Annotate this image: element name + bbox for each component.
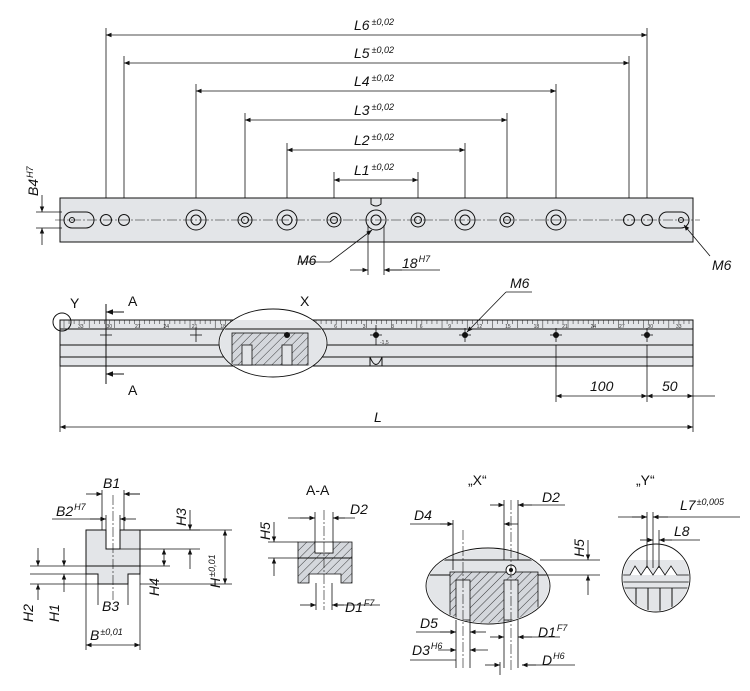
- dim-l: L: [374, 409, 382, 425]
- h2-label: H2: [20, 604, 36, 622]
- section-a-bottom: A: [128, 382, 138, 398]
- slot-left: [63, 211, 95, 229]
- dim-50: 50: [662, 378, 678, 394]
- scale-label: 30: [648, 324, 654, 330]
- scale-label: 6: [334, 324, 337, 330]
- section-a-top: A: [128, 293, 138, 309]
- h5-label-x: H5: [571, 539, 587, 557]
- detail-y-title: „Y“: [636, 472, 655, 488]
- section-aa-title: A-A: [306, 482, 330, 498]
- x-label: X: [300, 293, 310, 309]
- b4-label: B4H7: [25, 165, 41, 196]
- h3-label: H3: [173, 508, 189, 526]
- scale-label: 21: [192, 324, 198, 330]
- scale-label: 33: [676, 324, 682, 330]
- detail-y-circle: [52, 312, 72, 332]
- h4-label: H4: [146, 578, 162, 596]
- d1-label-aa: D1F7: [345, 598, 375, 615]
- l1-label: L1±0,02: [354, 162, 394, 178]
- d5-label: D5: [420, 615, 438, 631]
- detail-y-view: „Y“ L7±0,005 L8: [618, 472, 740, 613]
- scale-label: 3: [391, 324, 394, 330]
- scale-label: 12: [477, 324, 483, 330]
- scale-label: 27: [135, 324, 141, 330]
- section-aa-view: A-A D2 H5 D1F7: [257, 482, 380, 615]
- l7-label: L7±0,005: [680, 497, 725, 513]
- h-label: H±0,01: [207, 554, 223, 588]
- eighteen-h7-label: 18H7: [402, 254, 431, 271]
- l4-label: L4±0,02: [354, 73, 394, 89]
- scale-label: 27: [619, 324, 625, 330]
- minus-1-5-mark: -1,5: [380, 340, 389, 346]
- d-label: DH6: [542, 651, 565, 668]
- hole-pattern: [100, 209, 653, 231]
- scale-label: 33: [78, 324, 84, 330]
- detail-x-view: „X“ D2 D4: [410, 472, 600, 675]
- scale-label: 15: [505, 324, 511, 330]
- l2-label: L2±0,02: [354, 132, 394, 148]
- b1-label: B1: [103, 475, 120, 491]
- scale-label: 6: [420, 324, 423, 330]
- scale-label: 24: [163, 324, 169, 330]
- d4-label: D4: [414, 507, 432, 523]
- h5-label-aa: H5: [257, 522, 273, 540]
- m6-label-top-right: M6: [712, 257, 732, 273]
- scale-label: 18: [534, 324, 540, 330]
- m6-label-top-left: M6: [297, 252, 317, 268]
- scale-label: 9: [448, 324, 451, 330]
- d3-label: D3H6: [412, 641, 442, 658]
- slot-right: [658, 211, 690, 229]
- scale-label: 21: [562, 324, 568, 330]
- b-label: B±0,01: [90, 627, 123, 643]
- scale-label: 18: [220, 324, 226, 330]
- dim-100: 100: [590, 378, 614, 394]
- detail-x-title: „X“: [468, 472, 487, 488]
- l5-label: L5±0,02: [354, 45, 394, 61]
- h1-label: H1: [46, 604, 62, 622]
- scale-labels: 33302724211815129633691215182124273033: [78, 324, 682, 330]
- scale-label: 24: [591, 324, 597, 330]
- rail-plate-front: [59, 319, 694, 367]
- d2-label-x: D2: [542, 489, 560, 505]
- scale-label: 3: [363, 324, 366, 330]
- b2-label: B2H7: [56, 502, 87, 519]
- y-label: Y: [70, 295, 80, 311]
- top-view: L6±0,02 L5±0,02 L4±0,02 L3±0,02 L2±0,02 …: [25, 17, 732, 275]
- l3-label: L3±0,02: [354, 102, 394, 118]
- d1-label-x: D1F7: [538, 623, 568, 640]
- cross-section-view: B1 B2H7 H3 H±0,01 H4: [20, 475, 232, 650]
- scale-label: 30: [106, 324, 112, 330]
- front-view: 33302724211815129633691215182124273033 -…: [52, 275, 715, 432]
- d2-label-aa: D2: [350, 501, 368, 517]
- l6-label: L6±0,02: [354, 17, 394, 33]
- m6-label-front: M6: [510, 275, 530, 291]
- l8-label: L8: [674, 523, 690, 539]
- b3-label: B3: [102, 598, 119, 614]
